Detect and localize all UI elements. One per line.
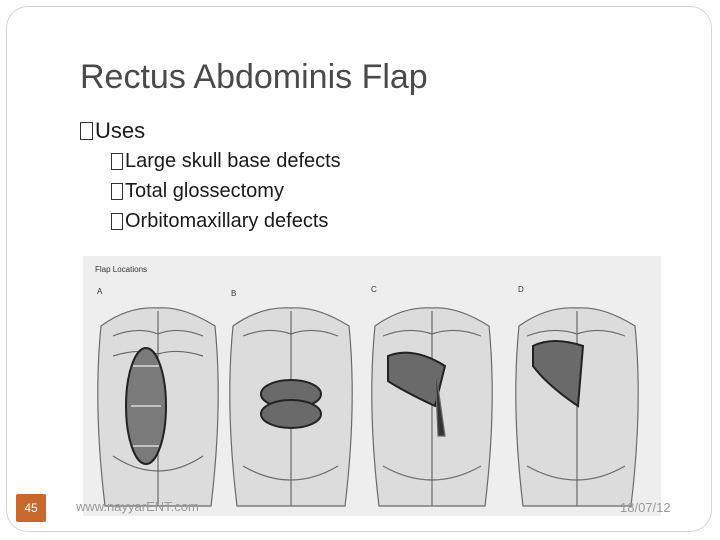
torso-panel-a [97, 307, 219, 507]
panel-label-d: D [518, 285, 524, 294]
flap-locations-figure: Flap Locations A B C D [83, 256, 661, 516]
footer-website: www.nayyarENT.com [76, 499, 199, 514]
figure-heading: Flap Locations [95, 265, 147, 274]
page-number-badge: 45 [16, 494, 46, 522]
sub-bullet-label: Total glossectomy [125, 180, 284, 202]
torso-panel-d [515, 307, 639, 507]
bullet-box-icon [111, 183, 123, 200]
sub-bullet-skull-base: Large skull base defects [111, 150, 341, 173]
bullet-box-icon [111, 153, 123, 170]
bullet-label: Uses [95, 118, 146, 143]
slide-title: Rectus Abdominis Flap [80, 58, 428, 96]
flap-illustration: Flap Locations A B C D [83, 256, 661, 516]
bullet-box-icon [111, 213, 123, 230]
bullet-uses: Uses [80, 118, 145, 144]
torso-panel-c [371, 307, 493, 507]
sub-bullet-orbitomaxillary: Orbitomaxillary defects [111, 210, 328, 233]
panel-label-b: B [231, 289, 236, 298]
panel-label-a: A [97, 287, 103, 296]
footer-date: 18/07/12 [620, 500, 671, 515]
torso-panel-b [229, 307, 353, 507]
sub-bullet-label: Large skull base defects [125, 150, 341, 172]
panel-label-c: C [371, 285, 377, 294]
bullet-box-icon [80, 122, 93, 140]
sub-bullet-label: Orbitomaxillary defects [125, 210, 329, 232]
sub-bullet-glossectomy: Total glossectomy [111, 180, 284, 203]
